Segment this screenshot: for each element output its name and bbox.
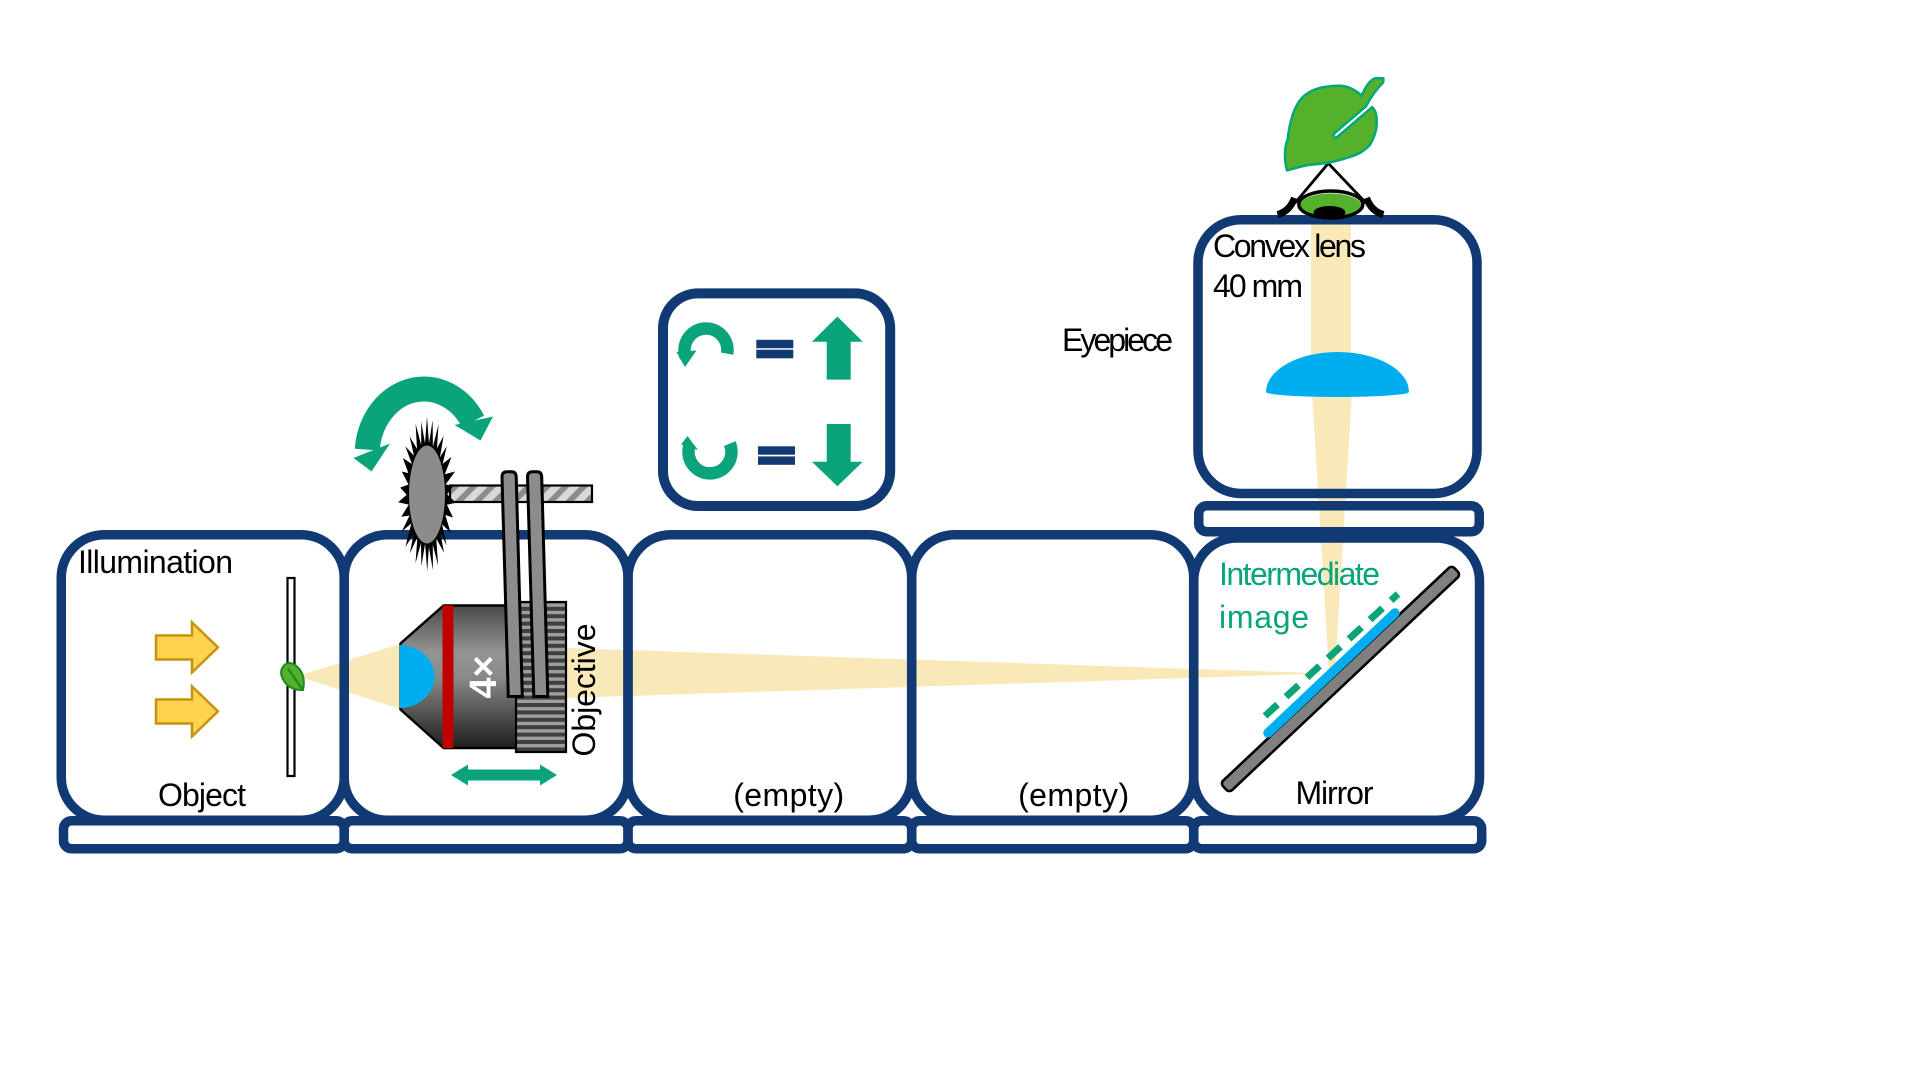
svg-text:Object: Object <box>158 777 246 813</box>
svg-text:Intermediate: Intermediate <box>1219 556 1380 592</box>
svg-text:Illumination: Illumination <box>78 544 233 580</box>
svg-text:Mirror: Mirror <box>1296 775 1374 811</box>
svg-text:Eyepiece: Eyepiece <box>1062 322 1173 358</box>
svg-text:40 mm: 40 mm <box>1213 268 1303 304</box>
svg-text:Objective: Objective <box>566 624 602 757</box>
svg-text:(empty): (empty) <box>733 777 844 813</box>
svg-text:4×: 4× <box>463 655 505 698</box>
svg-text:Convex lens: Convex lens <box>1213 228 1366 264</box>
svg-text:image: image <box>1219 599 1309 635</box>
svg-text:(empty): (empty) <box>1018 777 1129 813</box>
